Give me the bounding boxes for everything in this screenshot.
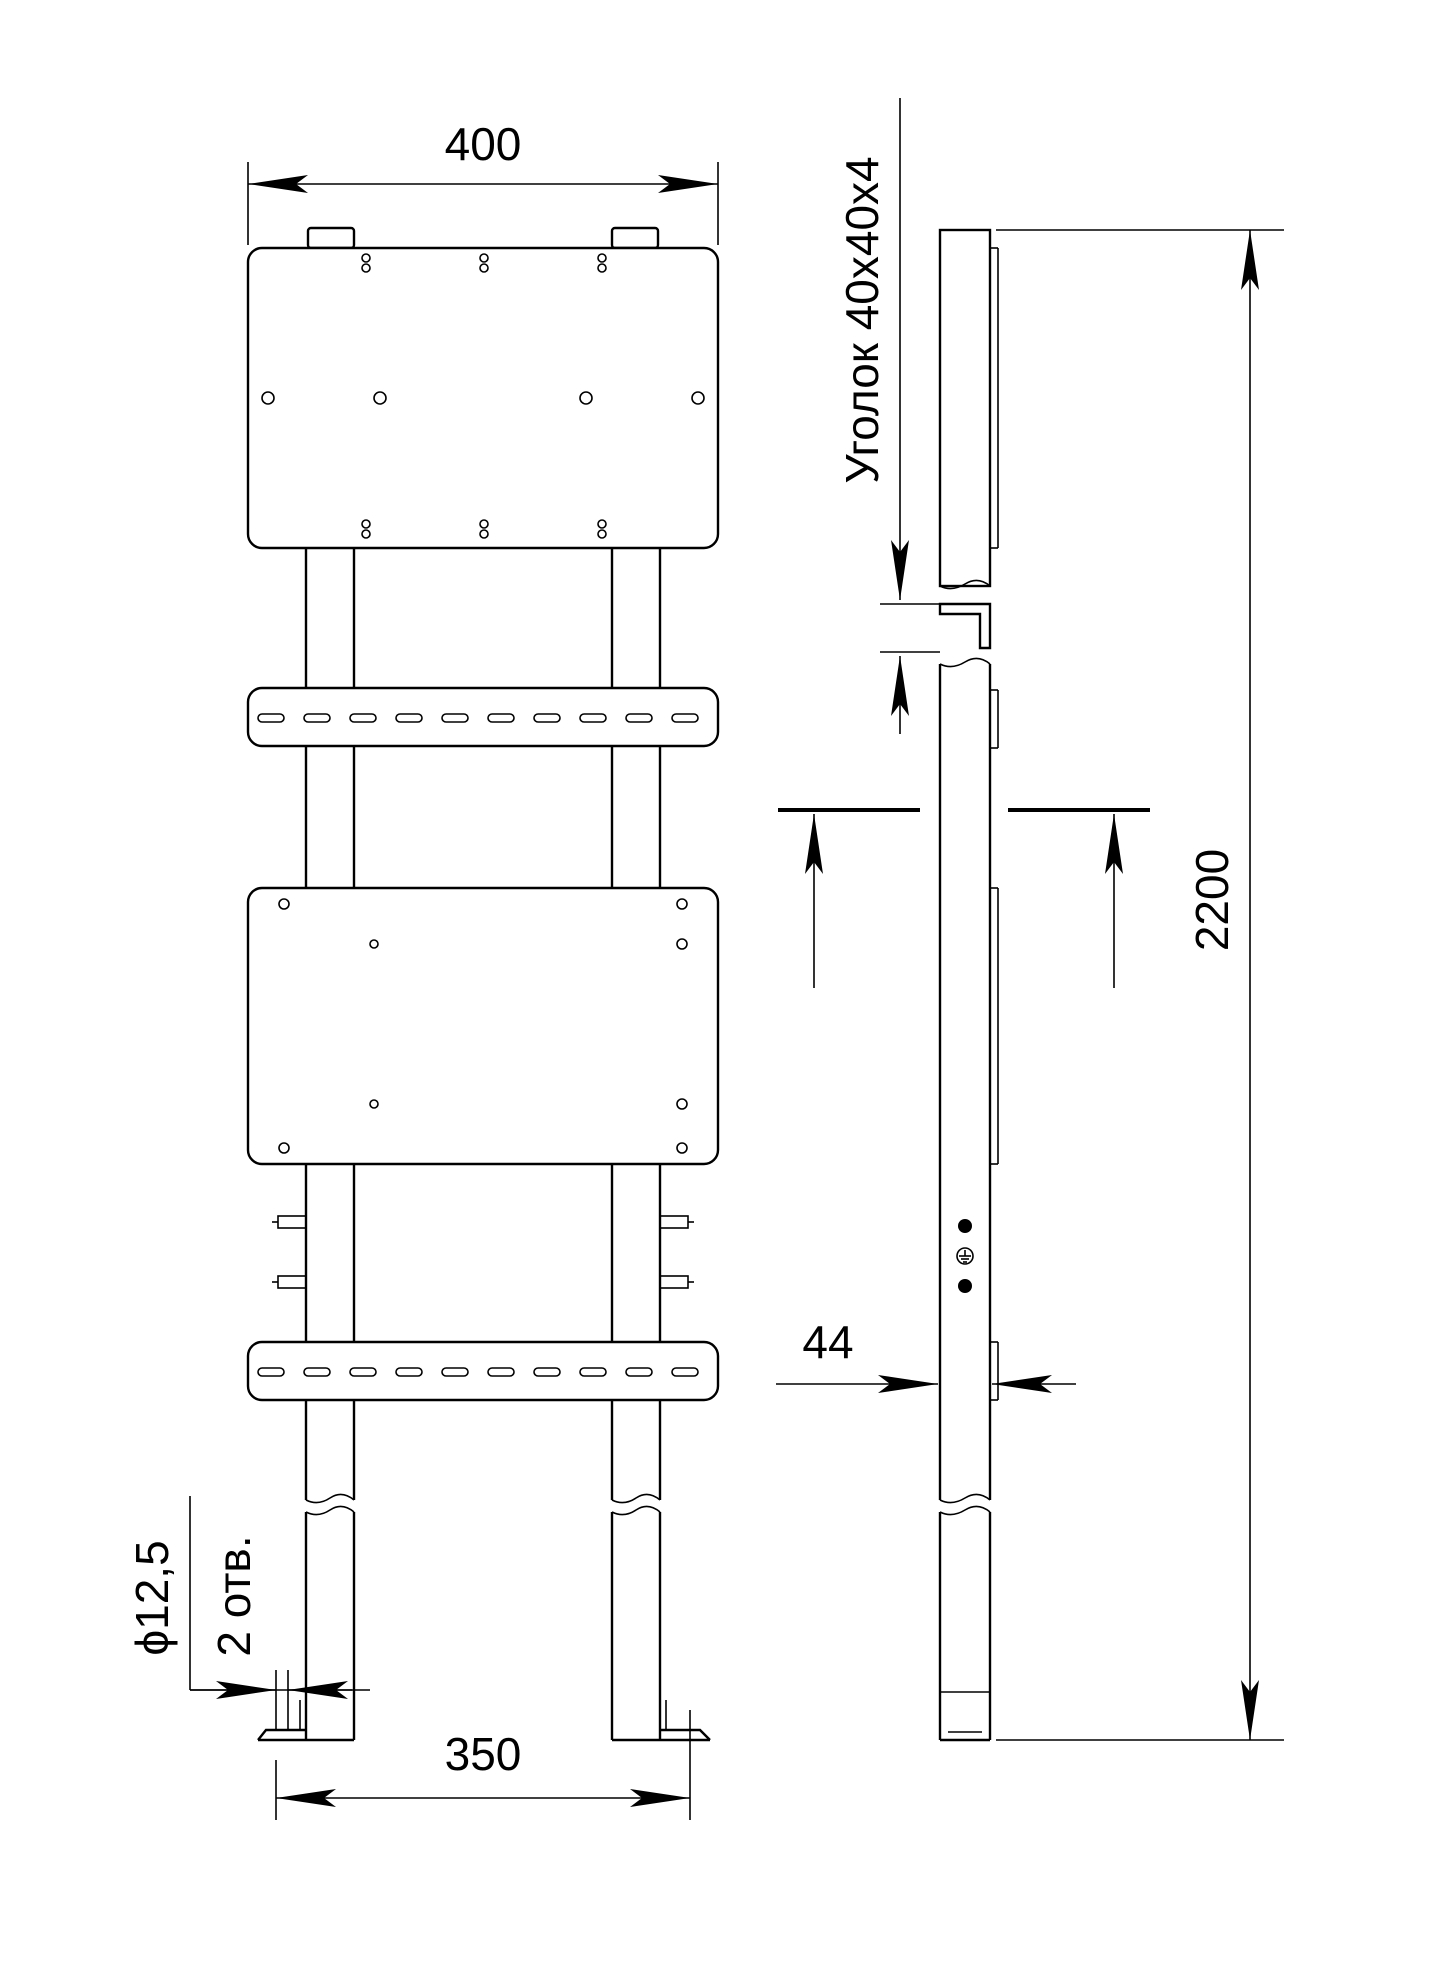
dimension-2200: 2200 (996, 229, 1284, 1741)
dimension-44: 44 (776, 1316, 1076, 1393)
middle-panel (246, 886, 720, 1166)
section-markers (778, 808, 1150, 988)
top-tab-left (306, 226, 356, 250)
top-panel (246, 246, 720, 550)
dimension-400: 400 (247, 118, 719, 245)
dimension-44-label: 44 (802, 1316, 853, 1368)
side-upper-segment (938, 228, 999, 590)
side-bottom-segment (938, 1505, 992, 1742)
slotted-bar-lower (246, 1340, 720, 1402)
side-bolt-bottom (958, 1279, 972, 1293)
dimension-2200-label: 2200 (1186, 849, 1238, 951)
side-bolt-top (958, 1219, 972, 1233)
hole-count-label: 2 отв. (208, 1535, 260, 1656)
angle-profile-label: Уголок 40х40х4 (836, 156, 888, 483)
ground-icon (956, 1247, 974, 1265)
side-lower-segment (938, 657, 999, 1504)
dimension-350-label: 350 (445, 1728, 522, 1780)
angle-section: Уголок 40х40х4 (836, 98, 992, 734)
hole-dimension: ϕ12,5 2 отв. (126, 1496, 370, 1730)
dimension-400-label: 400 (445, 118, 522, 170)
dimension-350: 350 (275, 1710, 691, 1820)
hole-diameter-label: ϕ12,5 (126, 1540, 178, 1655)
post-bolts (272, 1215, 694, 1289)
side-view: Уголок 40х40х4 (776, 98, 1284, 1742)
slotted-bar-upper (246, 686, 720, 748)
front-view: 400 350 ϕ12,5 2 отв. (126, 118, 720, 1820)
top-tab-right (610, 226, 660, 250)
